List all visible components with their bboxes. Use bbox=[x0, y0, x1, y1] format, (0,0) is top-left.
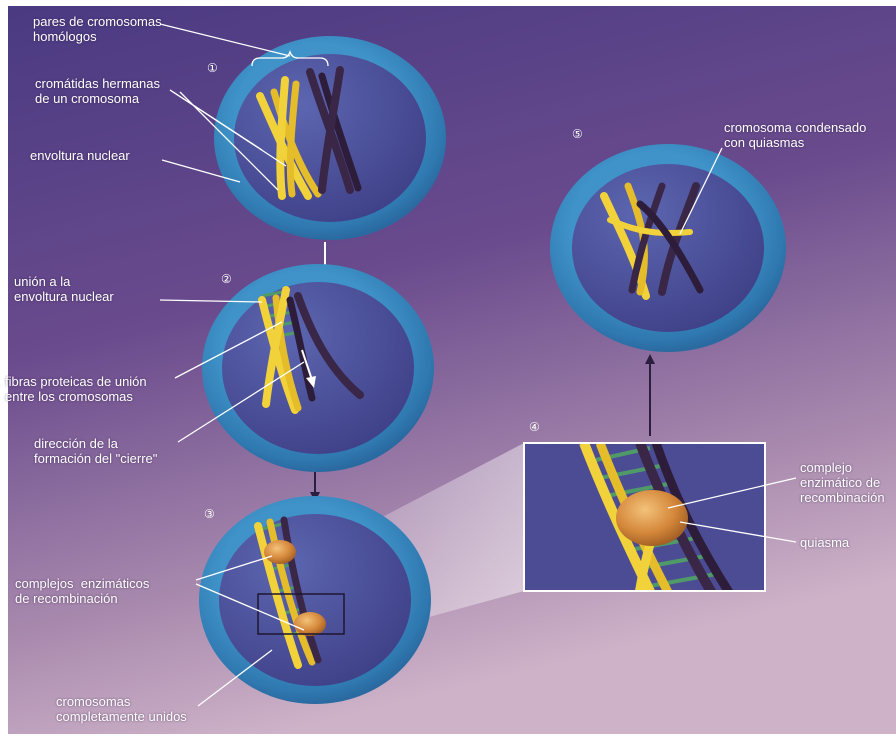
label-nuclear-envelope: envoltura nuclear bbox=[30, 148, 130, 163]
step-5-number: ⑤ bbox=[572, 127, 583, 141]
nucleus-interior-5 bbox=[572, 164, 764, 332]
enzyme-complex-zoom bbox=[616, 490, 688, 546]
label-protein-fibers: fibras proteicas de unión entre los crom… bbox=[5, 374, 147, 404]
label-sister-chromatids: cromátidas hermanas de un cromosoma bbox=[35, 76, 160, 106]
label-fully-joined: cromosomas completamente unidos bbox=[56, 694, 187, 724]
step-1-number: ① bbox=[207, 61, 218, 75]
step-2-number: ② bbox=[221, 272, 232, 286]
nucleus-5 bbox=[550, 144, 786, 352]
label-envelope-attachment: unión a la envoltura nuclear bbox=[14, 274, 114, 304]
zoom-panel-4 bbox=[524, 443, 765, 600]
step-4-number: ④ bbox=[529, 420, 540, 434]
label-chiasma: quiasma bbox=[800, 535, 849, 550]
enzyme-complex-b bbox=[294, 612, 326, 636]
label-recombination-complex: complejo enzimático de recombinación bbox=[800, 460, 885, 505]
label-recombination-complexes: complejos enzimáticos de recombinación bbox=[15, 576, 149, 606]
step-3-number: ③ bbox=[204, 507, 215, 521]
label-condensed-chromosome: cromosoma condensado con quiasmas bbox=[724, 120, 866, 150]
label-zipper-direction: dirección de la formación del "cierre" bbox=[34, 436, 157, 466]
background-panel bbox=[8, 6, 896, 734]
nucleus-1 bbox=[214, 36, 446, 240]
nucleus-2 bbox=[202, 264, 434, 472]
label-homologous-pairs: pares de cromosomas homólogos bbox=[33, 14, 162, 44]
nucleus-interior-2 bbox=[222, 282, 414, 454]
enzyme-complex-a bbox=[264, 540, 296, 564]
